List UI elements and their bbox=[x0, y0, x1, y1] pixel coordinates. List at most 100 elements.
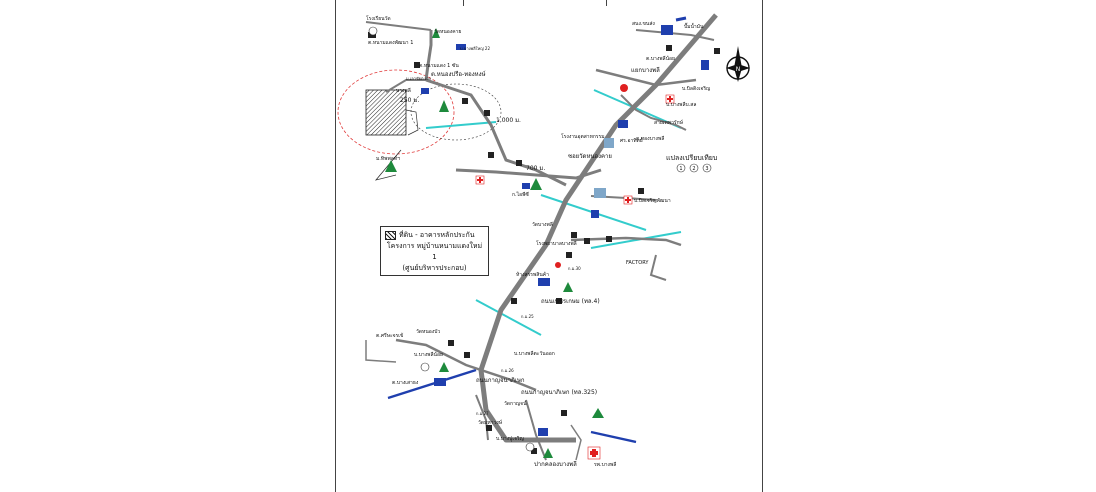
hospital-icon bbox=[623, 195, 633, 205]
road bbox=[365, 21, 432, 31]
map-label: สนง.ขนส่ง bbox=[632, 21, 655, 27]
canal bbox=[387, 368, 477, 400]
map-label: ศร.อาทิตย์ bbox=[620, 137, 643, 144]
tree-icon bbox=[439, 100, 449, 112]
tree-icon bbox=[385, 160, 397, 172]
building-icon bbox=[701, 60, 709, 70]
compare-number: 2 bbox=[692, 166, 695, 172]
map-label: โรงเรียนวัด bbox=[366, 15, 391, 22]
route-marker bbox=[420, 362, 430, 372]
map-label: ก.ไอพีซี bbox=[512, 191, 529, 198]
map-label: บ.บางพลีน้อย bbox=[414, 351, 443, 358]
map-label: บ.บางพลีบ.สล bbox=[666, 101, 696, 108]
river bbox=[425, 121, 497, 129]
tree-icon bbox=[543, 448, 553, 458]
map-label: ห้างสรรพสินค้า bbox=[516, 271, 549, 278]
map-label: บ.บางปูเจริญ bbox=[496, 435, 524, 442]
map-label: บ.บิลเจริญพัฒนา bbox=[634, 197, 671, 204]
sheet-tick bbox=[463, 0, 464, 6]
map-label: โรงพยาบาลบางพลี bbox=[536, 240, 577, 247]
road bbox=[424, 30, 433, 81]
hospital-icon bbox=[475, 175, 485, 185]
map-legend: ที่ดิน - อาคารหลักประกัน โครงการ หมู่บ้า… bbox=[380, 226, 489, 276]
map-label: บ.บางพลีตะวันออก bbox=[514, 350, 555, 357]
compare-number: 1 bbox=[679, 166, 682, 172]
map-label: สายเทพารักษ์ bbox=[654, 119, 684, 126]
building-icon bbox=[618, 120, 628, 128]
building-icon bbox=[604, 138, 614, 148]
map-label: รพ.บางพลี bbox=[594, 461, 616, 468]
map-label: ม.ทิพพลท์ฯ bbox=[376, 155, 400, 162]
compass-letter: N bbox=[736, 66, 741, 73]
tree-icon bbox=[432, 28, 440, 38]
distance-label: 250 ม. bbox=[400, 97, 419, 104]
road bbox=[365, 340, 397, 363]
map-label: ต.ทองบางพลี bbox=[636, 135, 664, 142]
map-label: FACTORY bbox=[626, 260, 649, 266]
tree-icon bbox=[439, 362, 449, 372]
hospital-icon bbox=[665, 94, 675, 104]
km-label: ก.ม.30 bbox=[568, 266, 581, 271]
route-marker bbox=[368, 26, 378, 36]
building-icon bbox=[591, 210, 599, 218]
legend-project: โครงการ หมู่บ้านหนามแดงใหม่ 1 bbox=[386, 242, 483, 261]
map-label: วัดมหาวงษ์ bbox=[478, 419, 503, 426]
building-icon bbox=[661, 25, 673, 35]
map-label: วัดหนองบัว bbox=[416, 329, 440, 335]
road bbox=[385, 79, 426, 93]
map-label: แปลงเปรียบเทียบ bbox=[666, 154, 717, 162]
road bbox=[395, 338, 537, 392]
lane bbox=[374, 149, 402, 181]
map-label: บ.บิลดิงเจริญ bbox=[682, 85, 710, 92]
distance-label: 1,000 ม. bbox=[496, 117, 521, 124]
map-label: ต.หนามแดง 1 ซัน bbox=[419, 63, 459, 69]
map-label: ปั๊มน้ำมัน bbox=[684, 21, 704, 30]
road bbox=[425, 78, 567, 187]
map-label: ต.หนามแดงพัฒนา 1 bbox=[368, 40, 413, 46]
route-marker bbox=[525, 442, 535, 452]
road bbox=[595, 68, 697, 87]
land-boundary bbox=[405, 109, 419, 136]
road-label: ถนนกาญจนาภิเษก (ทล.325) bbox=[521, 389, 597, 396]
building-icon bbox=[421, 88, 429, 94]
building-icon bbox=[522, 183, 530, 189]
marker-icon bbox=[555, 262, 561, 268]
map-canvas: 1 2 3 โรงเรียนวัด ต.หนามแดงพัฒนา 1 วัดหน… bbox=[337, 13, 720, 468]
building-icon bbox=[538, 428, 548, 436]
radius-circle-outer bbox=[410, 83, 502, 141]
map-label: ซอยวัดหนองคาย bbox=[568, 153, 612, 160]
building-icon bbox=[456, 44, 466, 50]
road bbox=[525, 399, 547, 461]
north-arrow-icon: N bbox=[726, 46, 750, 82]
road bbox=[475, 394, 489, 441]
road bbox=[570, 236, 682, 247]
compare-number: 3 bbox=[705, 166, 708, 172]
river bbox=[590, 231, 682, 249]
map-label: ปากคลองบางพลี bbox=[534, 460, 577, 468]
map-label: แยกบางพลี bbox=[631, 66, 660, 74]
map-label: โรงงานอุตสาหกรรม bbox=[561, 133, 605, 140]
building-icon bbox=[434, 378, 446, 386]
road bbox=[620, 94, 687, 131]
hospital-icon bbox=[587, 446, 601, 460]
map-label: ถนนกาญจนาภิเษก bbox=[476, 377, 525, 384]
km-label: ก.ม.26 bbox=[501, 368, 514, 373]
canal bbox=[590, 430, 637, 444]
compare-marker bbox=[689, 163, 699, 173]
compare-marker bbox=[676, 163, 686, 173]
marker-icon bbox=[620, 84, 628, 92]
radius-circle bbox=[337, 69, 455, 155]
compare-marker bbox=[702, 163, 712, 173]
canal bbox=[675, 16, 687, 22]
main-highway bbox=[478, 13, 718, 443]
tree-icon bbox=[563, 282, 573, 292]
map-label: ต.บางเสาธง bbox=[392, 380, 419, 386]
distance-label: 700 ม. bbox=[526, 165, 545, 172]
map-label: ต.ศรีษะจรเข้ bbox=[376, 332, 403, 339]
map-label: วัดหนองคาย bbox=[434, 29, 461, 35]
legend-title: ที่ดิน - อาคารหลักประกัน bbox=[399, 231, 475, 239]
km-label: ก.ม.27 bbox=[476, 411, 489, 416]
tree-icon bbox=[530, 178, 542, 190]
km-label: ก.ม.25 bbox=[521, 314, 534, 319]
river bbox=[475, 299, 542, 336]
